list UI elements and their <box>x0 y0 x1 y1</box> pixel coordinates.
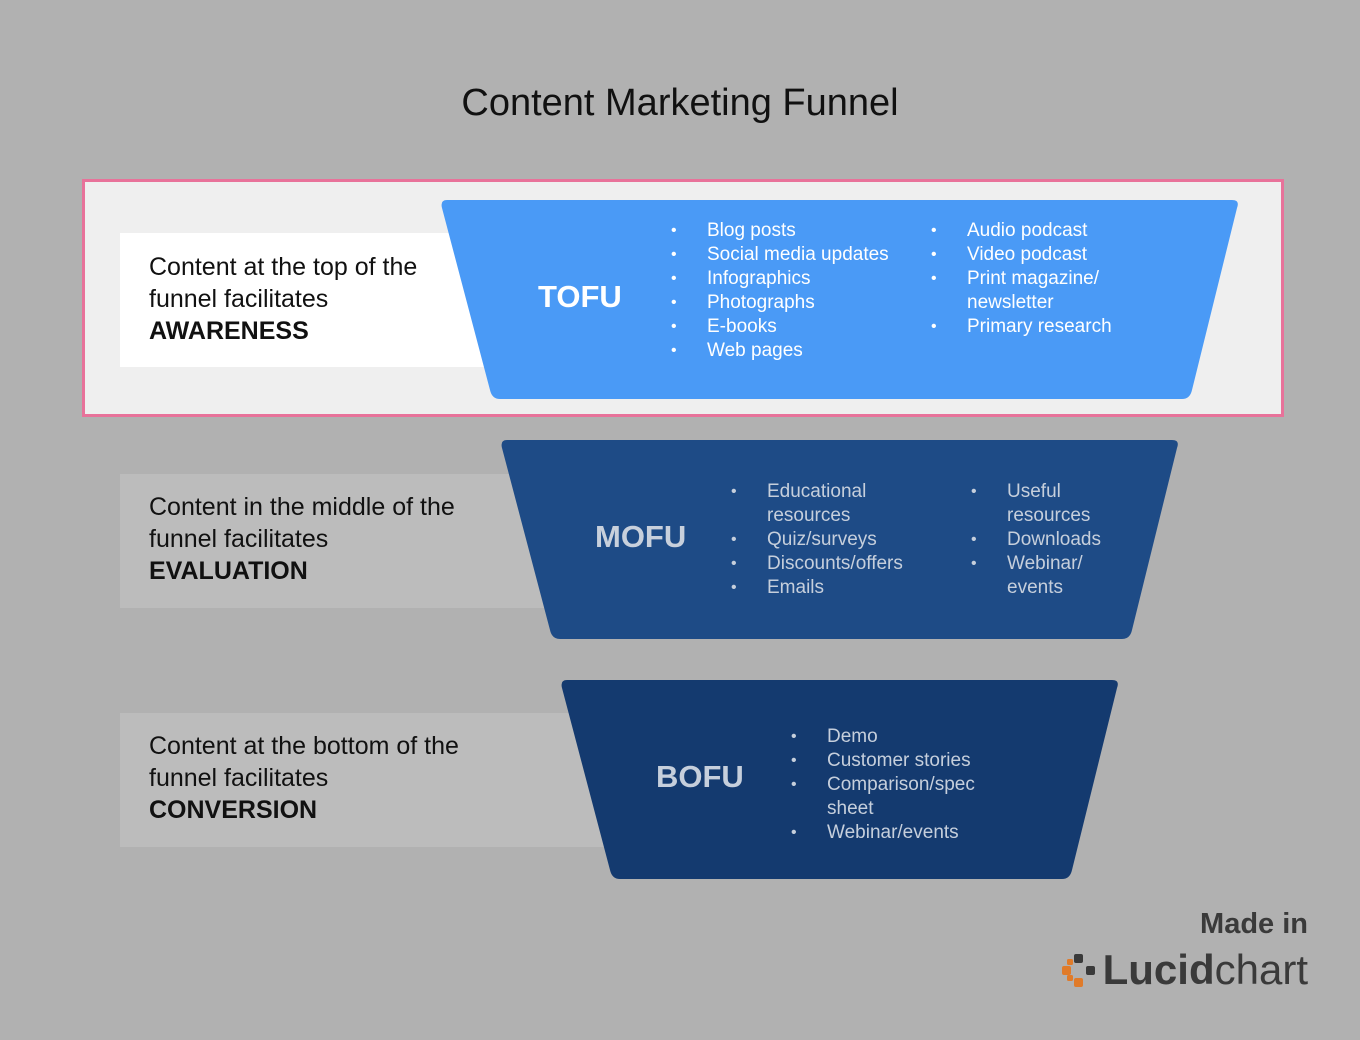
brand-name-light: chart <box>1214 946 1308 993</box>
label-top-line2: funnel facilitates <box>149 285 329 313</box>
lucidchart-logo-icon <box>1061 954 1095 987</box>
label-middle-line2: funnel facilitates <box>149 525 329 553</box>
list-item: Emails <box>731 576 921 600</box>
label-bottom-line2: funnel facilitates <box>149 764 329 792</box>
label-top-line1: Content at the top of the <box>149 253 418 281</box>
list-item: Customer stories <box>791 749 991 773</box>
brand-name-bold: Lucid <box>1102 946 1215 993</box>
label-bottom: Content at the bottom of the funnel faci… <box>120 713 620 847</box>
diagram-title: Content Marketing Funnel <box>461 82 899 124</box>
mofu-list-col2: Useful resourcesDownloadsWebinar/ events <box>971 480 1121 600</box>
made-in-text: Made in <box>1200 908 1308 940</box>
list-item: Webinar/ events <box>971 552 1121 600</box>
label-bottom-stage: CONVERSION <box>149 796 318 824</box>
list-item: Video podcast <box>931 243 1141 267</box>
list-item: Social media updates <box>671 243 921 267</box>
list-item: Audio podcast <box>931 219 1141 243</box>
label-middle-stage: EVALUATION <box>149 557 308 585</box>
tofu-list-col1: Blog postsSocial media updatesInfographi… <box>671 219 921 363</box>
list-item: Demo <box>791 725 991 749</box>
list-item: Educational resources <box>731 480 921 528</box>
label-top-stage: AWARENESS <box>149 317 309 345</box>
label-top: Content at the top of the funnel facilit… <box>120 233 500 367</box>
list-item: Webinar/events <box>791 821 991 845</box>
list-item: Downloads <box>971 528 1121 552</box>
mofu-label: MOFU <box>595 519 687 554</box>
list-item: Comparison/spec sheet <box>791 773 991 821</box>
list-item: Print magazine/ newsletter <box>931 267 1141 315</box>
list-item: Useful resources <box>971 480 1121 528</box>
list-item: E-books <box>671 315 921 339</box>
list-item: Quiz/surveys <box>731 528 921 552</box>
label-middle: Content in the middle of the funnel faci… <box>120 474 560 608</box>
list-item: Web pages <box>671 339 921 363</box>
list-item: Photographs <box>671 291 921 315</box>
list-item: Infographics <box>671 267 921 291</box>
tofu-list-col2: Audio podcastVideo podcastPrint magazine… <box>931 219 1141 339</box>
list-item: Blog posts <box>671 219 921 243</box>
label-middle-line1: Content in the middle of the <box>149 493 455 521</box>
label-bottom-line1: Content at the bottom of the <box>149 732 459 760</box>
bofu-list-col1: DemoCustomer storiesComparison/spec shee… <box>791 725 991 845</box>
mofu-list-col1: Educational resourcesQuiz/surveysDiscoun… <box>731 480 921 600</box>
list-item: Primary research <box>931 315 1141 339</box>
bofu-label: BOFU <box>656 759 744 794</box>
tofu-label: TOFU <box>538 279 622 314</box>
list-item: Discounts/offers <box>731 552 921 576</box>
